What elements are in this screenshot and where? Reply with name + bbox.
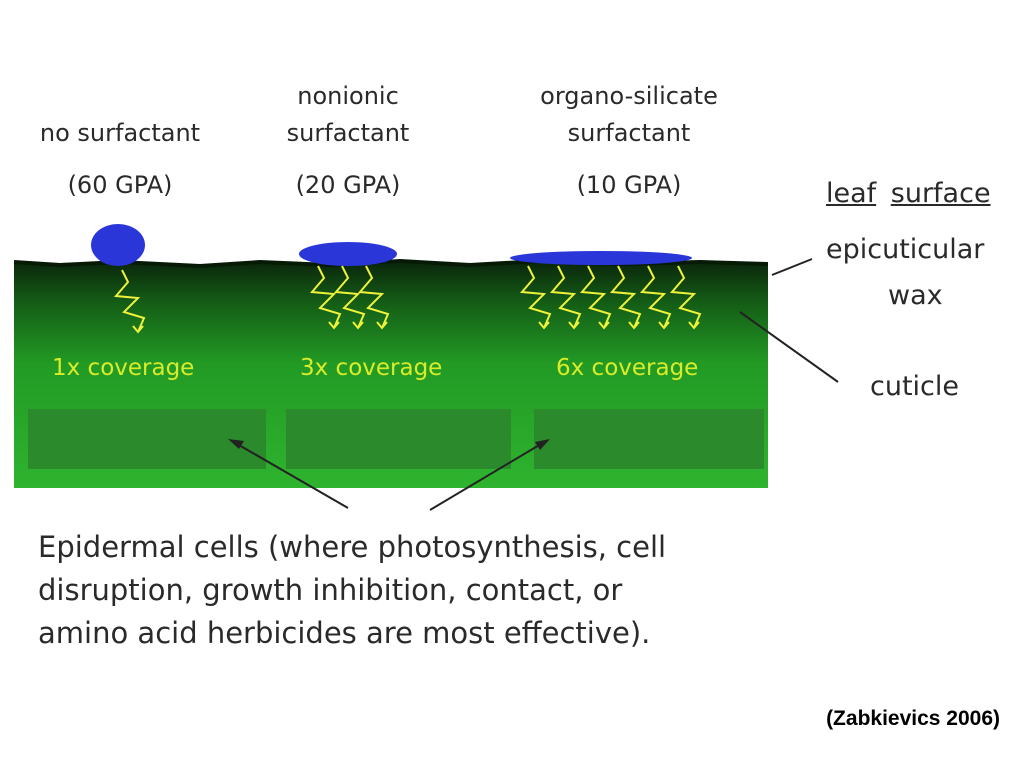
penetration-arrowhead: [352, 321, 364, 330]
column-header-no-surfactant: no surfactant (60 GPA): [18, 115, 222, 204]
caption-line: disruption, growth inhibition, contact, …: [38, 573, 623, 607]
coverage-label-1x: 1x coverage: [52, 355, 195, 381]
wax-label: wax: [888, 280, 943, 311]
leaf-surface-label: leaf surface: [826, 178, 991, 210]
epidermal-cell: [28, 409, 266, 469]
penetration-arrowhead: [658, 321, 670, 330]
penetration-arrowhead: [538, 321, 550, 330]
penetration-arrowhead: [568, 321, 580, 330]
column-label-line: no surfactant: [39, 119, 201, 147]
column-label-line: surfactant: [286, 119, 410, 147]
penetration-arrowhead: [628, 321, 640, 330]
column-label-line: organo-silicate: [540, 82, 718, 110]
droplet-organosilicate-surfactant: [510, 251, 692, 265]
epidermal-pointer-right: [429, 440, 547, 511]
column-label-line: surfactant: [567, 119, 691, 147]
epidermal-cells-caption: Epidermal cells (where photosynthesis, c…: [38, 526, 758, 655]
penetration-arrows-3x: [309, 265, 390, 330]
epidermal-arrowhead-right: [535, 439, 550, 450]
penetration-arrowhead: [132, 325, 144, 334]
column-label-line: nonionic: [297, 82, 399, 110]
epidermal-cell: [534, 409, 764, 469]
caption-line: Epidermal cells (where photosynthesis, c…: [38, 530, 667, 564]
penetration-arrowhead: [376, 321, 388, 330]
caption-line: amino acid herbicides are most effective…: [38, 616, 651, 650]
cuticle-pointer: [739, 311, 839, 383]
gpa-value: (60 GPA): [67, 171, 173, 199]
cuticle-label: cuticle: [870, 371, 960, 402]
penetration-arrow: [669, 265, 702, 329]
penetration-arrow: [113, 269, 146, 333]
penetration-arrowhead: [688, 321, 700, 330]
surface-word: surface: [890, 178, 991, 209]
penetration-arrowhead: [598, 321, 610, 330]
penetration-arrow: [519, 265, 552, 329]
column-header-nonionic: nonionic surfactant (20 GPA): [250, 78, 446, 204]
coverage-label-3x: 3x coverage: [300, 355, 443, 381]
column-header-organosilicate: organo-silicate surfactant (10 GPA): [506, 78, 752, 204]
epicuticular-wax-pointer: [771, 258, 813, 276]
penetration-arrows-6x: [519, 265, 702, 330]
penetration-arrowhead: [328, 321, 340, 330]
penetration-arrow: [639, 265, 672, 329]
epidermal-arrowhead-left: [228, 439, 244, 449]
penetration-arrow: [309, 265, 342, 329]
penetration-arrow: [609, 265, 642, 329]
droplet-no-surfactant: [91, 224, 145, 266]
epicuticular-label: epicuticular: [826, 234, 985, 265]
penetration-arrow: [579, 265, 612, 329]
penetration-arrows-1x: [113, 269, 146, 334]
penetration-arrow: [357, 265, 390, 329]
penetration-arrow: [333, 265, 366, 329]
leaf-word: leaf: [826, 178, 877, 209]
gpa-value: (20 GPA): [295, 171, 401, 199]
penetration-arrow: [549, 265, 582, 329]
epidermal-pointer-left: [231, 440, 349, 509]
citation: (Zabkievics 2006): [826, 707, 1000, 730]
coverage-label-6x: 6x coverage: [556, 355, 699, 381]
gpa-value: (10 GPA): [576, 171, 682, 199]
droplet-nonionic-surfactant: [299, 242, 397, 266]
epidermal-cell: [286, 409, 511, 469]
